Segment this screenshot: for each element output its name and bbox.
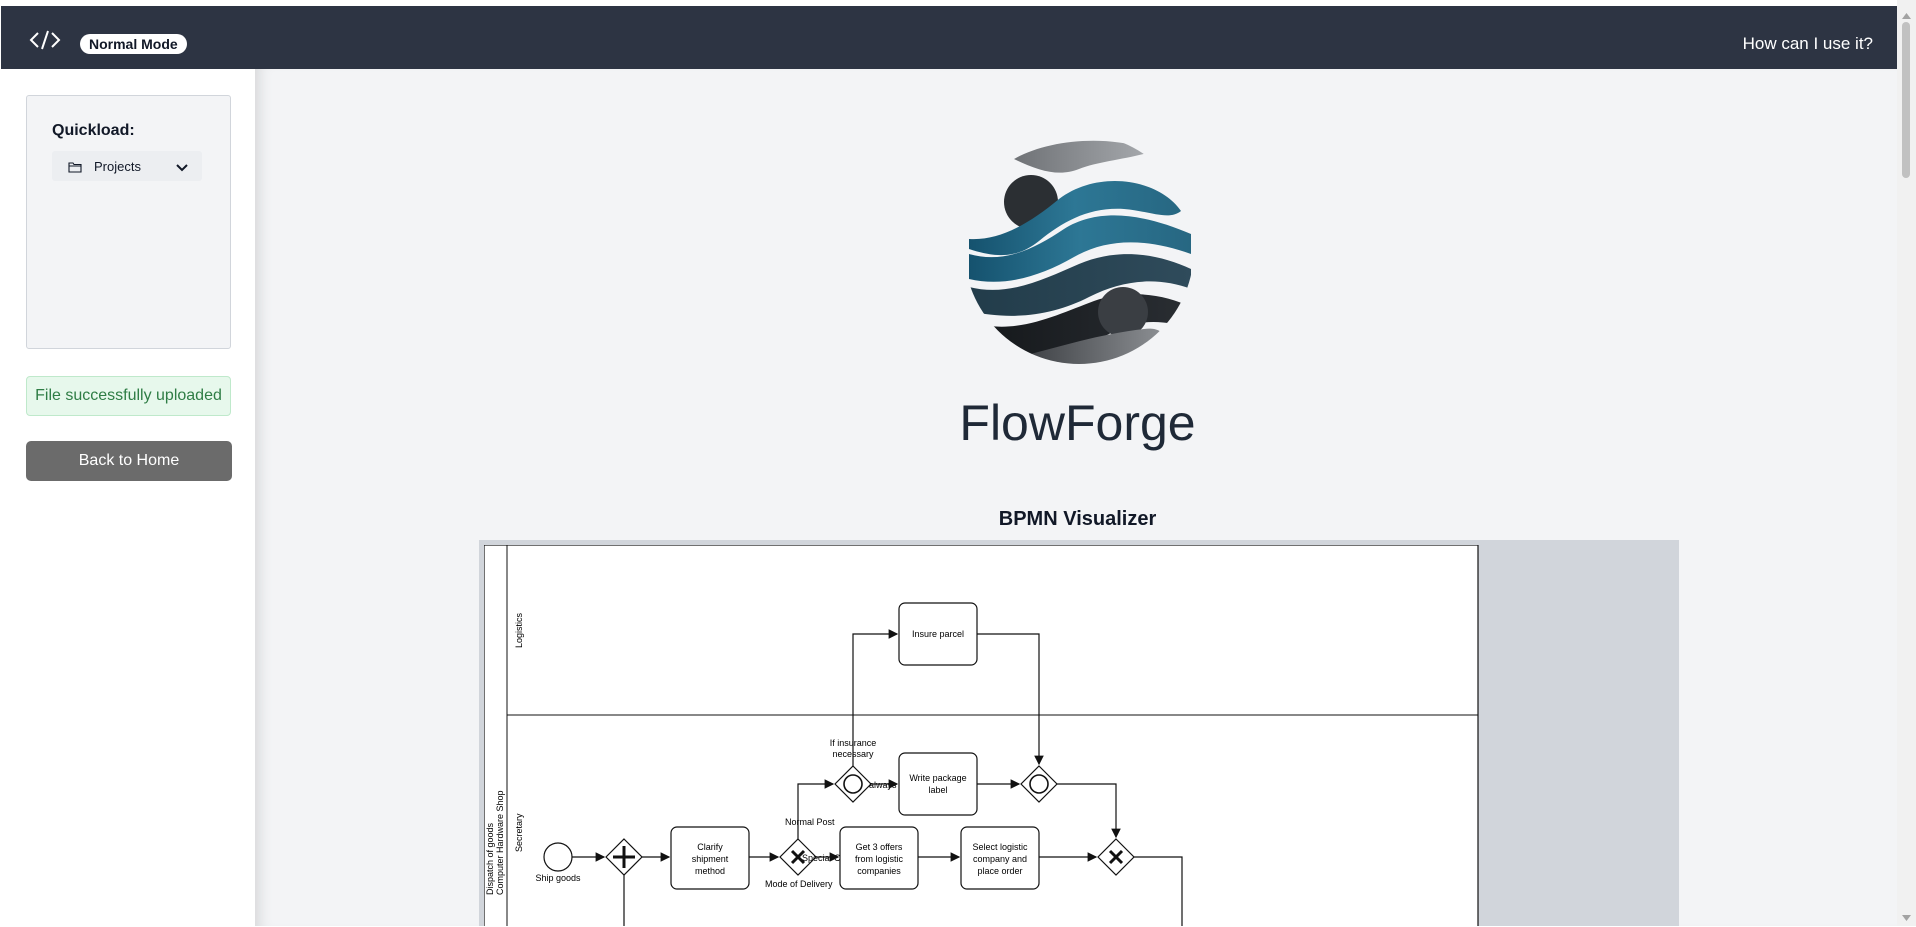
task-offers-text-3: companies [857, 866, 901, 876]
task-write-package-label [898, 752, 978, 816]
inclusive-gateway-join [1020, 765, 1058, 803]
back-to-home-button[interactable]: Back to Home [26, 441, 232, 481]
task-select-logistic [960, 826, 1040, 890]
task-clarify-shipment [670, 826, 750, 890]
sidebar: Quickload: Projects File successfully up… [1, 69, 255, 926]
task-select-text-2: company and [973, 854, 1027, 864]
task-write-text-1: Write package [909, 773, 966, 783]
label-mode-of-delivery: Mode of Delivery [765, 879, 833, 889]
projects-dropdown[interactable]: Projects [52, 151, 202, 181]
task-clarify-text-2: shipment [692, 854, 729, 864]
task-select-text-3: place order [977, 866, 1022, 876]
bpmn-diagram: Dispatch of goods Computer Hardware Shop… [484, 545, 1479, 926]
task-get-offers [839, 826, 919, 890]
app-title: FlowForge [959, 395, 1196, 451]
bpmn-canvas[interactable]: Dispatch of goods Computer Hardware Shop… [479, 540, 1679, 926]
start-event-label: Ship goods [535, 873, 581, 883]
visualizer-title: BPMN Visualizer [998, 508, 1157, 530]
flowforge-logo [959, 129, 1199, 374]
task-offers-text-1: Get 3 offers [856, 842, 903, 852]
upload-status-message: File successfully uploaded [26, 376, 231, 416]
help-link[interactable]: How can I use it? [1742, 34, 1873, 53]
lane-label-secretary: Secretary [514, 813, 524, 852]
task-clarify-text-3: method [695, 866, 725, 876]
label-always: always [869, 780, 897, 790]
page-scrollbar[interactable] [1897, 0, 1916, 926]
code-icon[interactable] [29, 30, 61, 55]
pool-label-dispatch: Dispatch of goods [485, 822, 495, 895]
folder-icon [68, 160, 82, 178]
inclusive-gateway-split [834, 765, 872, 803]
task-offers-text-2: from logistic [855, 854, 904, 864]
task-insure-text: Insure parcel [912, 629, 964, 639]
main-content: FlowForge BPMN Visualizer Dispatch of go… [255, 69, 1897, 926]
task-select-text-1: Select logistic [972, 842, 1028, 852]
lane-label-logistics: Logistics [514, 612, 524, 648]
start-event [543, 842, 573, 872]
scroll-down-arrow-icon[interactable] [1902, 909, 1911, 927]
mode-badge[interactable]: Normal Mode [80, 34, 187, 54]
quickload-panel: Quickload: Projects [26, 95, 231, 349]
task-clarify-text-1: Clarify [697, 842, 723, 852]
scroll-up-arrow-icon[interactable] [1902, 6, 1911, 24]
projects-dropdown-label: Projects [94, 159, 141, 174]
task-write-text-2: label [928, 785, 947, 795]
chevron-down-icon [176, 160, 188, 178]
scrollbar-thumb[interactable] [1902, 22, 1910, 178]
pool-label-shop: Computer Hardware Shop [495, 790, 505, 895]
top-navbar: Normal Mode How can I use it? [1, 6, 1897, 69]
label-normal-post: Normal Post [785, 817, 835, 827]
quickload-title: Quickload: [52, 122, 135, 139]
